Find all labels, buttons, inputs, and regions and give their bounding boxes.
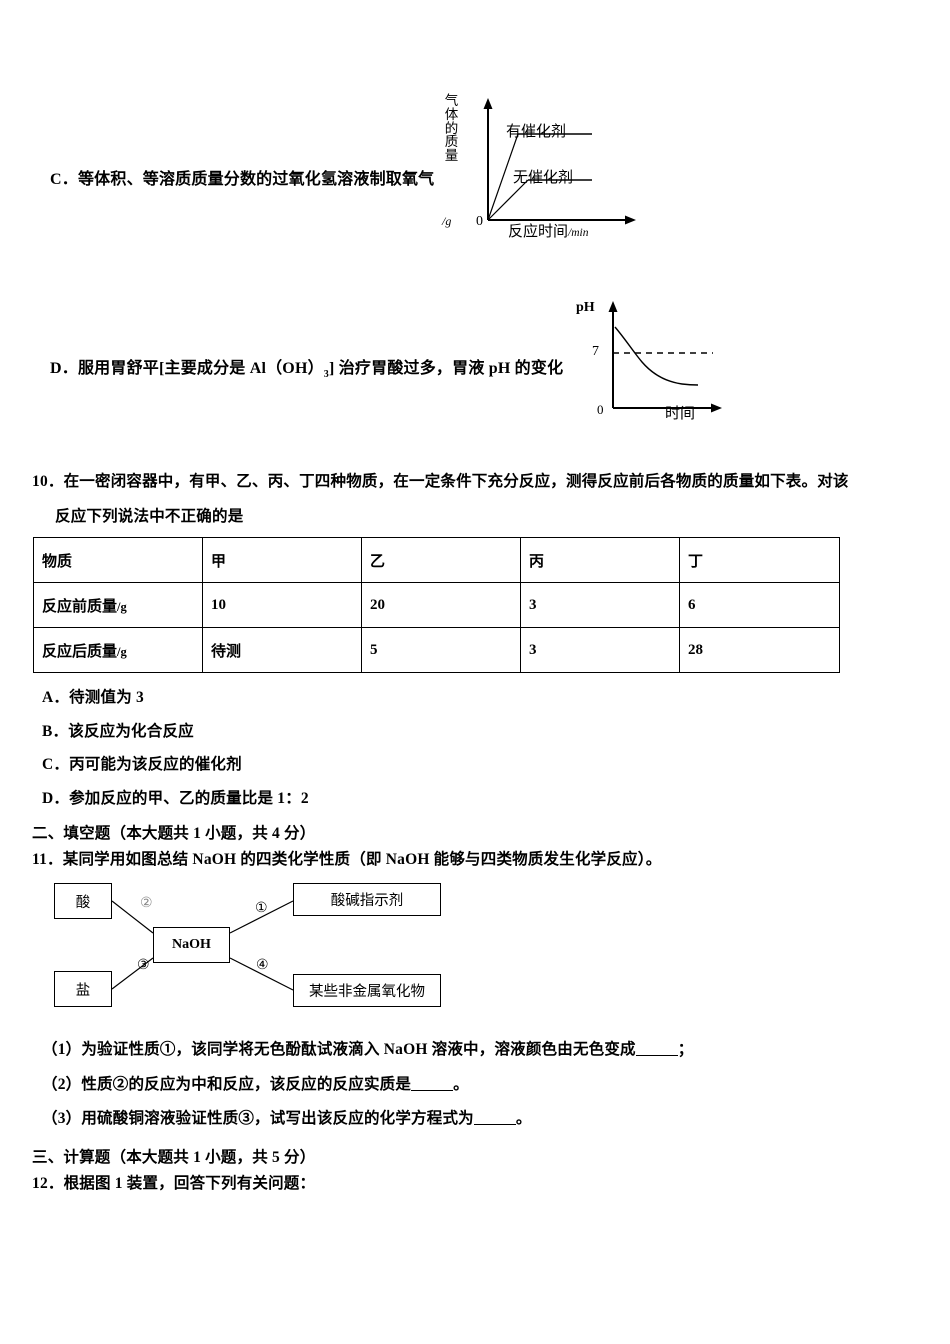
table-cell-after-bing: 3 (520, 627, 680, 673)
table-cell-before-bing: 3 (520, 582, 680, 628)
question-10-option-b: B．该反应为化合反应 (42, 720, 194, 743)
table-cell-after-ding: 28 (679, 627, 840, 673)
option-d-label: D． (50, 360, 78, 377)
sub-2-answer-blank[interactable] (411, 1076, 454, 1091)
option-d-text: D．服用胃舒平[主要成分是 Al（OH）3] 治疗胃酸过多，胃液 pH 的变化 (50, 357, 563, 382)
question-10-option-d: D．参加反应的甲、乙的质量比是 1：2 (42, 787, 309, 810)
ph-chart-gridline-label: 7 (592, 344, 599, 359)
sub-1-suffix: ； (677, 1041, 694, 1058)
option-c-body: 等体积、等溶质质量分数的过氧化氢溶液制取氧气 (77, 171, 435, 188)
option-d-subscript: 3 (323, 369, 329, 381)
gas-chart-svg (483, 98, 636, 225)
q10-option-b-text: 该反应为化合反应 (68, 723, 194, 740)
table-cell-column-ding: 丁 (679, 537, 840, 583)
gas-chart-series-label-no-catalyst: 无催化剂 (513, 170, 574, 186)
gas-chart-origin-label: 0 (476, 214, 483, 229)
gas-chart-x-axis-label: 反应时间/min (508, 220, 588, 241)
question-11-text: 11．某同学用如图总结 NaOH 的四类化学性质（即 NaOH 能够与四类物质发… (32, 851, 662, 868)
option-d-suffix: ] 治疗胃酸过多，胃液 pH 的变化 (329, 360, 564, 377)
diagram-number-1: ① (255, 901, 268, 916)
sub-3-answer-blank[interactable] (473, 1110, 516, 1125)
sub-1-answer-blank[interactable] (635, 1041, 678, 1056)
gas-chart-y-axis-label: 气 体 的 质 量 (443, 94, 460, 163)
diagram-box-salt: 盐 (54, 971, 112, 1007)
after-unit: /g (117, 644, 127, 659)
diagram-number-3: ③ (137, 958, 150, 973)
naoh-diagram-connectors (111, 900, 294, 991)
option-d-prefix: 服用胃舒平[主要成分是 Al（OH） (77, 360, 324, 377)
diagram-number-4: ④ (256, 958, 269, 973)
q10-option-a-text: 待测值为 3 (69, 689, 144, 706)
gas-chart-y-axis-unit: /g (442, 214, 452, 228)
table-cell-header-substance: 物质 (33, 537, 203, 583)
option-c-text: C．等体积、等溶质质量分数的过氧化氢溶液制取氧气 (50, 168, 434, 192)
table-row-after: 反应后质量/g 待测 5 3 28 (33, 627, 840, 673)
table-cell-before-yi: 20 (361, 582, 521, 628)
q10-option-c-label: C． (42, 756, 70, 773)
table-cell-before-jia: 10 (202, 582, 362, 628)
diagram-box-acid: 酸 (54, 883, 112, 919)
section-2-title: 二、填空题（本大题共 1 小题，共 4 分） (32, 825, 316, 842)
before-label: 反应前质量 (42, 598, 118, 615)
question-10-option-c: C．丙可能为该反应的催化剂 (42, 753, 242, 776)
sub-3-prefix: （3）用硫酸铜溶液验证性质③，试写出该反应的化学方程式为 (42, 1110, 474, 1127)
table-cell-before-ding: 6 (679, 582, 840, 628)
question-10-option-a: A．待测值为 3 (42, 686, 144, 709)
ph-vs-time-chart: pH 7 0 时间 (570, 296, 745, 426)
q10-option-c-text: 丙可能为该反应的催化剂 (69, 756, 242, 773)
sub-2-prefix: （2）性质②的反应为中和反应，该反应的反应实质是 (42, 1076, 412, 1093)
y-char-3: 的 (444, 120, 459, 136)
substance-mass-table: 物质 甲 乙 丙 丁 反应前质量/g 10 20 3 6 反应后质量/g 待测 … (33, 537, 840, 673)
diagram-box-indicator: 酸碱指示剂 (293, 883, 441, 916)
diagram-number-2: ② (140, 896, 153, 911)
gas-chart-x-axis-unit: /min (568, 227, 589, 239)
y-char-5: 量 (444, 148, 459, 164)
after-label: 反应后质量 (42, 643, 118, 660)
q10-option-d-label: D． (42, 790, 70, 807)
table-cell-after-jia: 待测 (202, 627, 362, 673)
y-char-2: 体 (444, 106, 459, 122)
naoh-properties-diagram: 酸 盐 NaOH 酸碱指示剂 某些非金属氧化物 ① ② ③ ④ (48, 878, 448, 1013)
table-cell-column-bing: 丙 (520, 537, 680, 583)
q10-option-d-text: 参加反应的甲、乙的质量比是 1：2 (69, 790, 309, 807)
gas-chart-x-axis-text: 反应时间 (508, 224, 569, 240)
ph-chart-x-axis-label: 时间 (665, 406, 696, 422)
q10-option-a-label: A． (42, 689, 70, 706)
ph-chart-svg (608, 301, 722, 413)
question-10-line-2: 反应下列说法中不正确的是 (55, 508, 244, 525)
table-row-header: 物质 甲 乙 丙 丁 (33, 537, 840, 583)
y-char-4: 质 (444, 134, 459, 150)
diagram-box-oxide: 某些非金属氧化物 (293, 974, 441, 1007)
question-11-sub-1: （1）为验证性质①，该同学将无色酚酞试液滴入 NaOH 溶液中，溶液颜色由无色变… (42, 1038, 693, 1061)
gas-mass-vs-time-chart: 气 体 的 质 量 /g 0 反应时间/min 有催化剂 无催化剂 (440, 92, 655, 247)
question-11-sub-2: （2）性质②的反应为中和反应，该反应的反应实质是 。 (42, 1073, 469, 1096)
question-10-line-1: 10．在一密闭容器中，有甲、乙、丙、丁四种物质，在一定条件下充分反应，测得反应前… (32, 473, 849, 490)
question-12-text: 12．根据图 1 装置，回答下列有关问题： (32, 1175, 316, 1192)
before-unit: /g (117, 599, 127, 614)
question-11-sub-3: （3）用硫酸铜溶液验证性质③，试写出该反应的化学方程式为 。 (42, 1107, 532, 1130)
option-c-label: C． (50, 171, 78, 188)
table-cell-header-before: 反应前质量/g (33, 582, 203, 628)
section-3-title: 三、计算题（本大题共 1 小题，共 5 分） (32, 1149, 316, 1166)
q10-option-b-label: B． (42, 723, 69, 740)
sub-2-suffix: 。 (453, 1076, 469, 1093)
sub-1-prefix: （1）为验证性质①，该同学将无色酚酞试液滴入 NaOH 溶液中，溶液颜色由无色变… (42, 1041, 636, 1058)
sub-3-suffix: 。 (515, 1110, 532, 1127)
table-cell-header-after: 反应后质量/g (33, 627, 203, 673)
y-char-1: 气 (444, 93, 459, 108)
table-cell-column-yi: 乙 (361, 537, 521, 583)
diagram-box-naoh: NaOH (153, 927, 230, 963)
gas-chart-series-label-catalyst: 有催化剂 (506, 124, 567, 140)
ph-chart-origin-label: 0 (597, 402, 604, 417)
table-cell-column-jia: 甲 (202, 537, 362, 583)
table-row-before: 反应前质量/g 10 20 3 6 (33, 582, 840, 628)
table-cell-after-yi: 5 (361, 627, 521, 673)
ph-chart-y-axis-label: pH (576, 300, 595, 315)
